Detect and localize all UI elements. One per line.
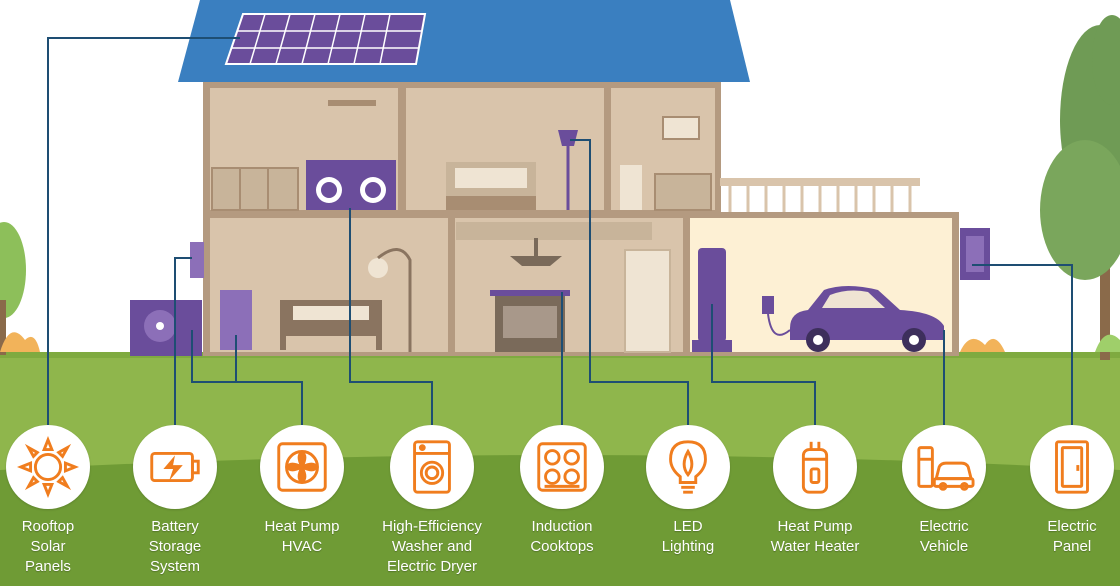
feature-electric-panel: Electric Panel (1007, 425, 1120, 557)
battery-unit (190, 242, 204, 278)
feature-rooftop-solar: Rooftop Solar Panels (0, 425, 113, 577)
feature-label: Electric Panel (1047, 518, 1097, 555)
left-tree (0, 222, 26, 355)
feature-battery-storage: Battery Storage System (110, 425, 240, 577)
lightbulb-icon (646, 425, 730, 509)
water-heater-icon (773, 425, 857, 509)
fan-icon (260, 425, 344, 509)
feature-label: Rooftop Solar Panels (21, 518, 75, 575)
feature-label: Heat Pump HVAC (264, 518, 340, 555)
solar-panels (224, 13, 427, 65)
feature-heat-pump-hvac: Heat Pump HVAC (237, 425, 367, 557)
car-charger-icon (902, 425, 986, 509)
house-body (203, 82, 959, 356)
washer-dryer (306, 160, 396, 210)
outdoor-heat-pump (130, 300, 202, 356)
feature-label: Induction Cooktops (530, 518, 594, 555)
electric-panel-icon (1030, 425, 1114, 509)
right-tree (1040, 15, 1120, 360)
feature-label: Heat Pump Water Heater (770, 518, 860, 555)
electric-car (790, 286, 944, 352)
battery-icon (133, 425, 217, 509)
connector-lines (47, 37, 1073, 425)
feature-label: LED Lighting (661, 518, 715, 555)
feature-label: High-Efficiency Washer and Electric Drye… (382, 518, 482, 575)
feature-induction-cooktops: Induction Cooktops (497, 425, 627, 557)
electric-panel-box (960, 228, 990, 280)
cooktop-icon (520, 425, 604, 509)
feature-electric-vehicle: Electric Vehicle (879, 425, 1009, 557)
feature-led-lighting: LED Lighting (623, 425, 753, 557)
feature-label: Battery Storage System (148, 518, 202, 575)
washer-icon (390, 425, 474, 509)
sun-icon (6, 425, 90, 509)
feature-heat-pump-water-heater: Heat Pump Water Heater (750, 425, 880, 557)
feature-washer-dryer: High-Efficiency Washer and Electric Drye… (367, 425, 497, 577)
ev-charger (762, 296, 774, 314)
feature-label: Electric Vehicle (919, 518, 969, 555)
